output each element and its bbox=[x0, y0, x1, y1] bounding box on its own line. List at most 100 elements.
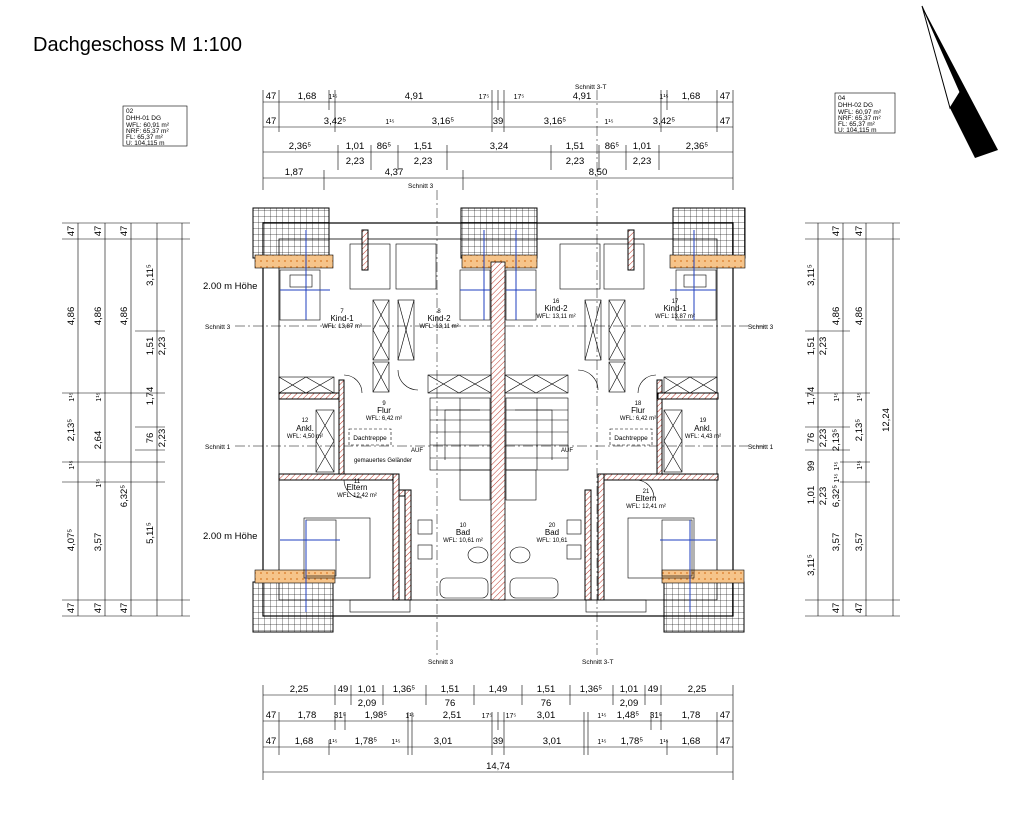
svg-text:2,23: 2,23 bbox=[818, 429, 829, 448]
svg-text:1,01: 1,01 bbox=[633, 141, 652, 152]
svg-text:2,36⁵: 2,36⁵ bbox=[686, 141, 708, 152]
info-box-right: 04 DHH-02 DG WFL: 60,97 m² NRF: 65,37 m²… bbox=[834, 92, 896, 134]
svg-text:Eltern: Eltern bbox=[636, 494, 657, 503]
svg-text:Ankl.: Ankl. bbox=[694, 424, 712, 433]
svg-text:1,01: 1,01 bbox=[620, 684, 639, 695]
svg-text:1,51: 1,51 bbox=[145, 337, 156, 356]
svg-text:86⁵: 86⁵ bbox=[605, 141, 620, 152]
svg-text:1¹⁵: 1¹⁵ bbox=[659, 739, 668, 746]
section-label: Schnitt 3 bbox=[205, 324, 231, 331]
svg-text:17⁵: 17⁵ bbox=[506, 713, 517, 720]
svg-text:1¹⁵: 1¹⁵ bbox=[96, 478, 103, 487]
svg-text:2,09: 2,09 bbox=[620, 698, 639, 709]
svg-text:WFL: 60,97 m²: WFL: 60,97 m² bbox=[838, 109, 882, 116]
svg-text:47: 47 bbox=[66, 603, 77, 614]
svg-text:3,11⁵: 3,11⁵ bbox=[145, 264, 156, 286]
svg-text:3,57: 3,57 bbox=[93, 533, 104, 552]
svg-text:1,98⁵: 1,98⁵ bbox=[365, 710, 387, 721]
svg-text:1,78⁵: 1,78⁵ bbox=[621, 736, 643, 747]
svg-text:17⁵: 17⁵ bbox=[482, 713, 493, 720]
svg-text:39: 39 bbox=[493, 736, 504, 747]
svg-text:1¹⁵: 1¹⁵ bbox=[391, 739, 400, 746]
svg-text:47: 47 bbox=[66, 226, 77, 237]
section-label: Schnitt 3 bbox=[408, 183, 434, 190]
svg-text:1¹⁵: 1¹⁵ bbox=[405, 713, 414, 720]
svg-text:1¹⁵: 1¹⁵ bbox=[597, 713, 606, 720]
svg-text:12: 12 bbox=[302, 418, 309, 424]
svg-text:2,23: 2,23 bbox=[818, 487, 829, 506]
svg-text:76: 76 bbox=[445, 698, 456, 709]
section-label: Schnitt 3-T bbox=[575, 84, 606, 91]
svg-text:1,51: 1,51 bbox=[806, 337, 817, 356]
svg-text:3,57: 3,57 bbox=[854, 533, 865, 552]
svg-text:3,01: 3,01 bbox=[434, 736, 453, 747]
svg-text:1¹⁵: 1¹⁵ bbox=[659, 94, 668, 101]
svg-text:47: 47 bbox=[720, 710, 731, 721]
svg-text:21: 21 bbox=[643, 489, 650, 495]
svg-text:2,13⁵: 2,13⁵ bbox=[831, 429, 842, 451]
svg-text:DHH-01 DG: DHH-01 DG bbox=[126, 115, 161, 122]
svg-text:2,25: 2,25 bbox=[290, 684, 309, 695]
section-label: Schnitt 3 bbox=[748, 324, 774, 331]
svg-text:Kind-2: Kind-2 bbox=[544, 304, 568, 313]
svg-text:76: 76 bbox=[145, 433, 156, 444]
svg-text:NRF: 65,37 m²: NRF: 65,37 m² bbox=[126, 128, 169, 135]
svg-text:31⁵: 31⁵ bbox=[650, 711, 662, 720]
svg-text:1,51: 1,51 bbox=[441, 684, 460, 695]
svg-text:8: 8 bbox=[437, 309, 441, 315]
svg-text:2,23: 2,23 bbox=[633, 156, 652, 167]
building-plan bbox=[252, 207, 746, 633]
svg-text:39: 39 bbox=[493, 116, 504, 127]
svg-text:1,36⁵: 1,36⁵ bbox=[393, 684, 415, 695]
section-markers: Schnitt 3-T Schnitt 3 Schnitt 3 Schnitt … bbox=[205, 84, 774, 666]
svg-text:3,24: 3,24 bbox=[490, 141, 509, 152]
svg-text:2,23: 2,23 bbox=[566, 156, 585, 167]
svg-text:2,36⁵: 2,36⁵ bbox=[289, 141, 311, 152]
svg-text:8,50: 8,50 bbox=[589, 167, 608, 178]
svg-text:2,23: 2,23 bbox=[346, 156, 365, 167]
svg-text:47: 47 bbox=[266, 710, 277, 721]
svg-text:47: 47 bbox=[119, 603, 130, 614]
svg-text:1¹⁵: 1¹⁵ bbox=[96, 392, 103, 401]
svg-text:WFL: 4,50 m²: WFL: 4,50 m² bbox=[287, 434, 323, 440]
svg-text:WFL: 13,11 m²: WFL: 13,11 m² bbox=[419, 324, 458, 330]
room-labels: 7 Kind-1 WFL: 13,87 m² 8 Kind-2 WFL: 13,… bbox=[287, 299, 721, 544]
svg-text:1¹⁵: 1¹⁵ bbox=[834, 461, 841, 470]
svg-text:47: 47 bbox=[93, 603, 104, 614]
svg-text:1,87: 1,87 bbox=[285, 167, 304, 178]
svg-text:02: 02 bbox=[126, 108, 134, 115]
svg-text:1¹⁵: 1¹⁵ bbox=[857, 392, 864, 401]
svg-text:3,11⁵: 3,11⁵ bbox=[806, 554, 817, 576]
svg-text:1,01: 1,01 bbox=[806, 486, 817, 505]
svg-text:49: 49 bbox=[338, 684, 349, 695]
height-note-lower: 2.00 m Höhe bbox=[203, 531, 257, 542]
section-label: Schnitt 1 bbox=[205, 444, 231, 451]
svg-text:4,86: 4,86 bbox=[93, 307, 104, 326]
svg-text:47: 47 bbox=[720, 736, 731, 747]
svg-text:4,91: 4,91 bbox=[405, 91, 424, 102]
svg-text:2,64: 2,64 bbox=[93, 431, 104, 450]
svg-text:86⁵: 86⁵ bbox=[377, 141, 392, 152]
staircase-right bbox=[505, 397, 569, 471]
svg-text:47: 47 bbox=[831, 603, 842, 614]
svg-text:47: 47 bbox=[854, 603, 865, 614]
dimension-chain-top: 47 1,68 1¹⁵ 4,91 17⁵ 17⁵ 4,91 1¹⁵ 1,68 4… bbox=[262, 90, 734, 190]
svg-text:1¹⁵: 1¹⁵ bbox=[69, 392, 76, 401]
svg-text:WFL: 13,11 m²: WFL: 13,11 m² bbox=[536, 314, 575, 320]
svg-text:12,24: 12,24 bbox=[881, 408, 892, 432]
svg-text:1,68: 1,68 bbox=[295, 736, 314, 747]
svg-text:4,86: 4,86 bbox=[831, 307, 842, 326]
svg-text:WFL: 13,87 m²: WFL: 13,87 m² bbox=[655, 314, 695, 320]
svg-text:4,37: 4,37 bbox=[385, 167, 404, 178]
svg-text:1¹⁵: 1¹⁵ bbox=[597, 739, 606, 746]
svg-text:U: 104,115 m: U: 104,115 m bbox=[838, 127, 877, 134]
svg-text:1,36⁵: 1,36⁵ bbox=[580, 684, 602, 695]
info-box-left: 02 DHH-01 DG WFL: 60,91 m² NRF: 65,37 m²… bbox=[122, 105, 188, 147]
svg-text:1,48⁵: 1,48⁵ bbox=[617, 710, 639, 721]
svg-text:99: 99 bbox=[806, 461, 817, 472]
svg-text:3,16⁵: 3,16⁵ bbox=[432, 116, 454, 127]
plan-title: Dachgeschoss M 1:100 bbox=[33, 34, 243, 56]
svg-text:Bad: Bad bbox=[545, 528, 559, 537]
svg-text:2,25: 2,25 bbox=[688, 684, 707, 695]
